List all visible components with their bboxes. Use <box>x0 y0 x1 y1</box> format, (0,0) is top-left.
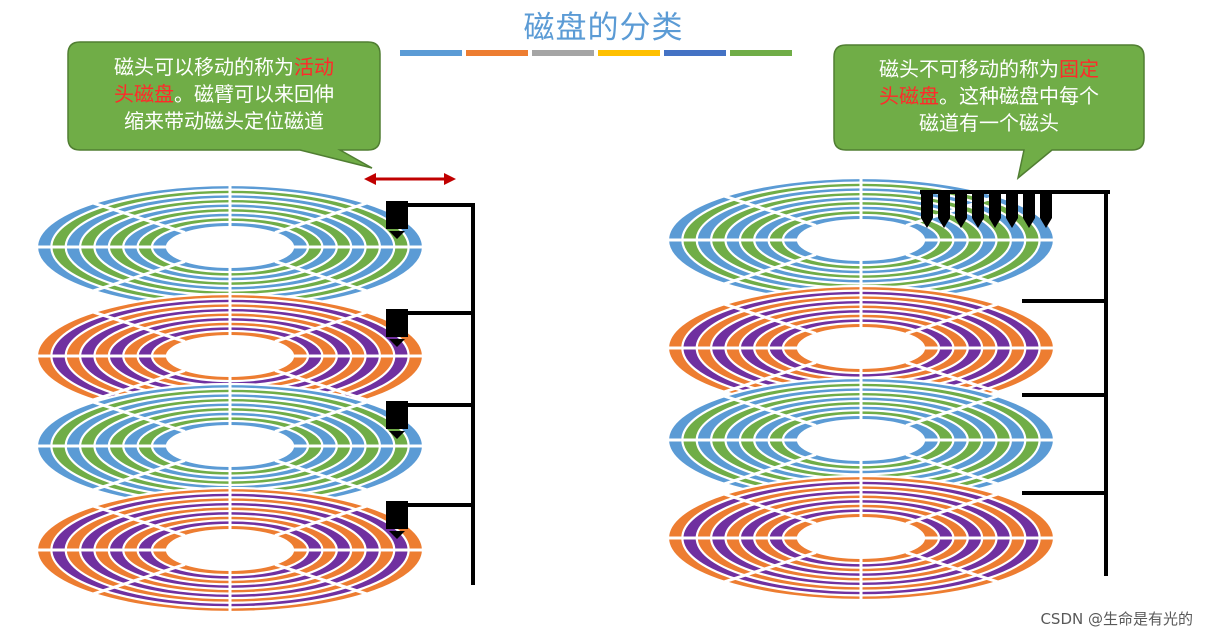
right-disk-4 <box>666 474 1056 602</box>
right-callout-bubble <box>833 44 1145 180</box>
fixed-head-5 <box>989 194 1001 228</box>
fixed-head-6 <box>1006 194 1018 228</box>
left-disk-2 <box>35 292 425 420</box>
right-callout-text: 磁头不可移动的称为固定 头磁盘。这种磁盘中每个 磁道有一个磁头 <box>838 56 1140 137</box>
left-read-head-1 <box>386 201 473 239</box>
right-head-arms <box>920 190 1110 576</box>
fixed-head-8 <box>1040 194 1052 228</box>
left-callout-line1: 磁头可以移动的称为 <box>114 55 294 79</box>
title-color-strip <box>400 50 792 56</box>
left-disk-3 <box>35 382 425 510</box>
right-callout-line2: 。这种磁盘中每个 <box>939 84 1099 108</box>
right-callout-line1: 磁头不可移动的称为 <box>879 57 1059 81</box>
right-callout-highlight-2: 头磁盘 <box>879 84 939 108</box>
arm-movement-arrow <box>364 173 456 185</box>
right-callout-highlight: 固定 <box>1059 57 1099 81</box>
left-disk-stack <box>35 183 425 614</box>
left-callout-text: 磁头可以移动的称为活动 头磁盘。磁臂可以来回伸 缩来带动磁头定位磁道 <box>72 54 376 135</box>
left-callout-highlight: 活动 <box>294 55 334 79</box>
fixed-head-7 <box>1023 194 1035 228</box>
left-callout-line2: 。磁臂可以来回伸 <box>174 82 334 106</box>
left-read-head-2 <box>386 309 473 347</box>
left-read-head-3 <box>386 401 473 439</box>
left-head-arms <box>386 201 475 585</box>
watermark: CSDN @生命是有光的 <box>1040 610 1193 628</box>
left-read-head-4 <box>386 501 473 539</box>
fixed-head-3 <box>955 194 967 228</box>
fixed-head-1 <box>921 194 933 228</box>
left-callout-line3: 缩来带动磁头定位磁道 <box>124 109 324 133</box>
right-disk-stack <box>666 176 1056 602</box>
page-title: 磁盘的分类 <box>523 10 684 46</box>
right-callout-line3: 磁道有一个磁头 <box>919 111 1059 135</box>
fixed-head-2 <box>938 194 950 228</box>
left-callout-highlight-2: 头磁盘 <box>114 82 174 106</box>
left-disk-1 <box>35 183 425 311</box>
right-disk-2 <box>666 284 1056 412</box>
left-disk-4 <box>35 486 425 614</box>
fixed-head-4 <box>972 194 984 228</box>
left-callout-bubble <box>67 41 381 169</box>
